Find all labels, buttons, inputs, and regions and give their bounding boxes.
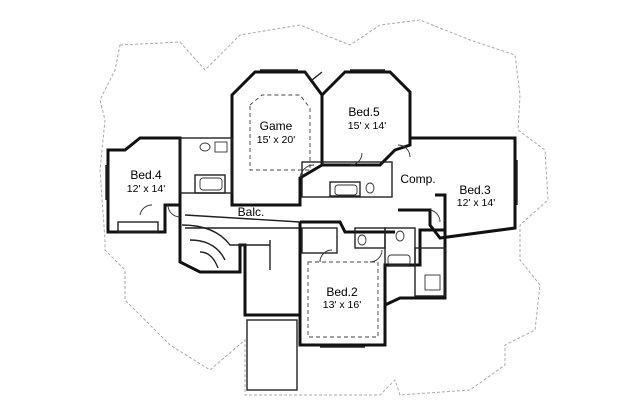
- room-labels: Game 15' x 20' Bed.5 15' x 14' Bed.4 12'…: [127, 105, 495, 311]
- exterior-walls: [106, 70, 517, 347]
- game-ceiling-detail: [249, 94, 311, 171]
- interior-walls: [117, 137, 446, 297]
- bed2-ceiling-detail: [307, 261, 379, 338]
- porch: [246, 319, 298, 391]
- door-swings: [139, 144, 441, 263]
- room-bed5-name: Bed.5: [348, 105, 380, 119]
- room-bed2-name: Bed.2: [326, 285, 358, 299]
- room-comp-name: Comp.: [400, 172, 435, 186]
- room-bed2-dims: 13' x 16': [323, 299, 361, 311]
- room-bed4-dims: 12' x 14': [127, 183, 165, 195]
- room-balc-name: Balc.: [238, 205, 265, 219]
- room-bed4-name: Bed.4: [130, 168, 162, 182]
- room-game-dims: 15' x 20': [257, 134, 295, 146]
- bath-fixtures: [199, 141, 441, 291]
- roof-outline: [99, 19, 549, 396]
- room-bed5-dims: 15' x 14': [348, 120, 386, 132]
- room-bed3-name: Bed.3: [459, 183, 491, 197]
- stair: [181, 214, 301, 270]
- room-bed3-dims: 12' x 14': [457, 197, 495, 209]
- room-game-name: Game: [260, 119, 293, 133]
- windows: [105, 69, 518, 348]
